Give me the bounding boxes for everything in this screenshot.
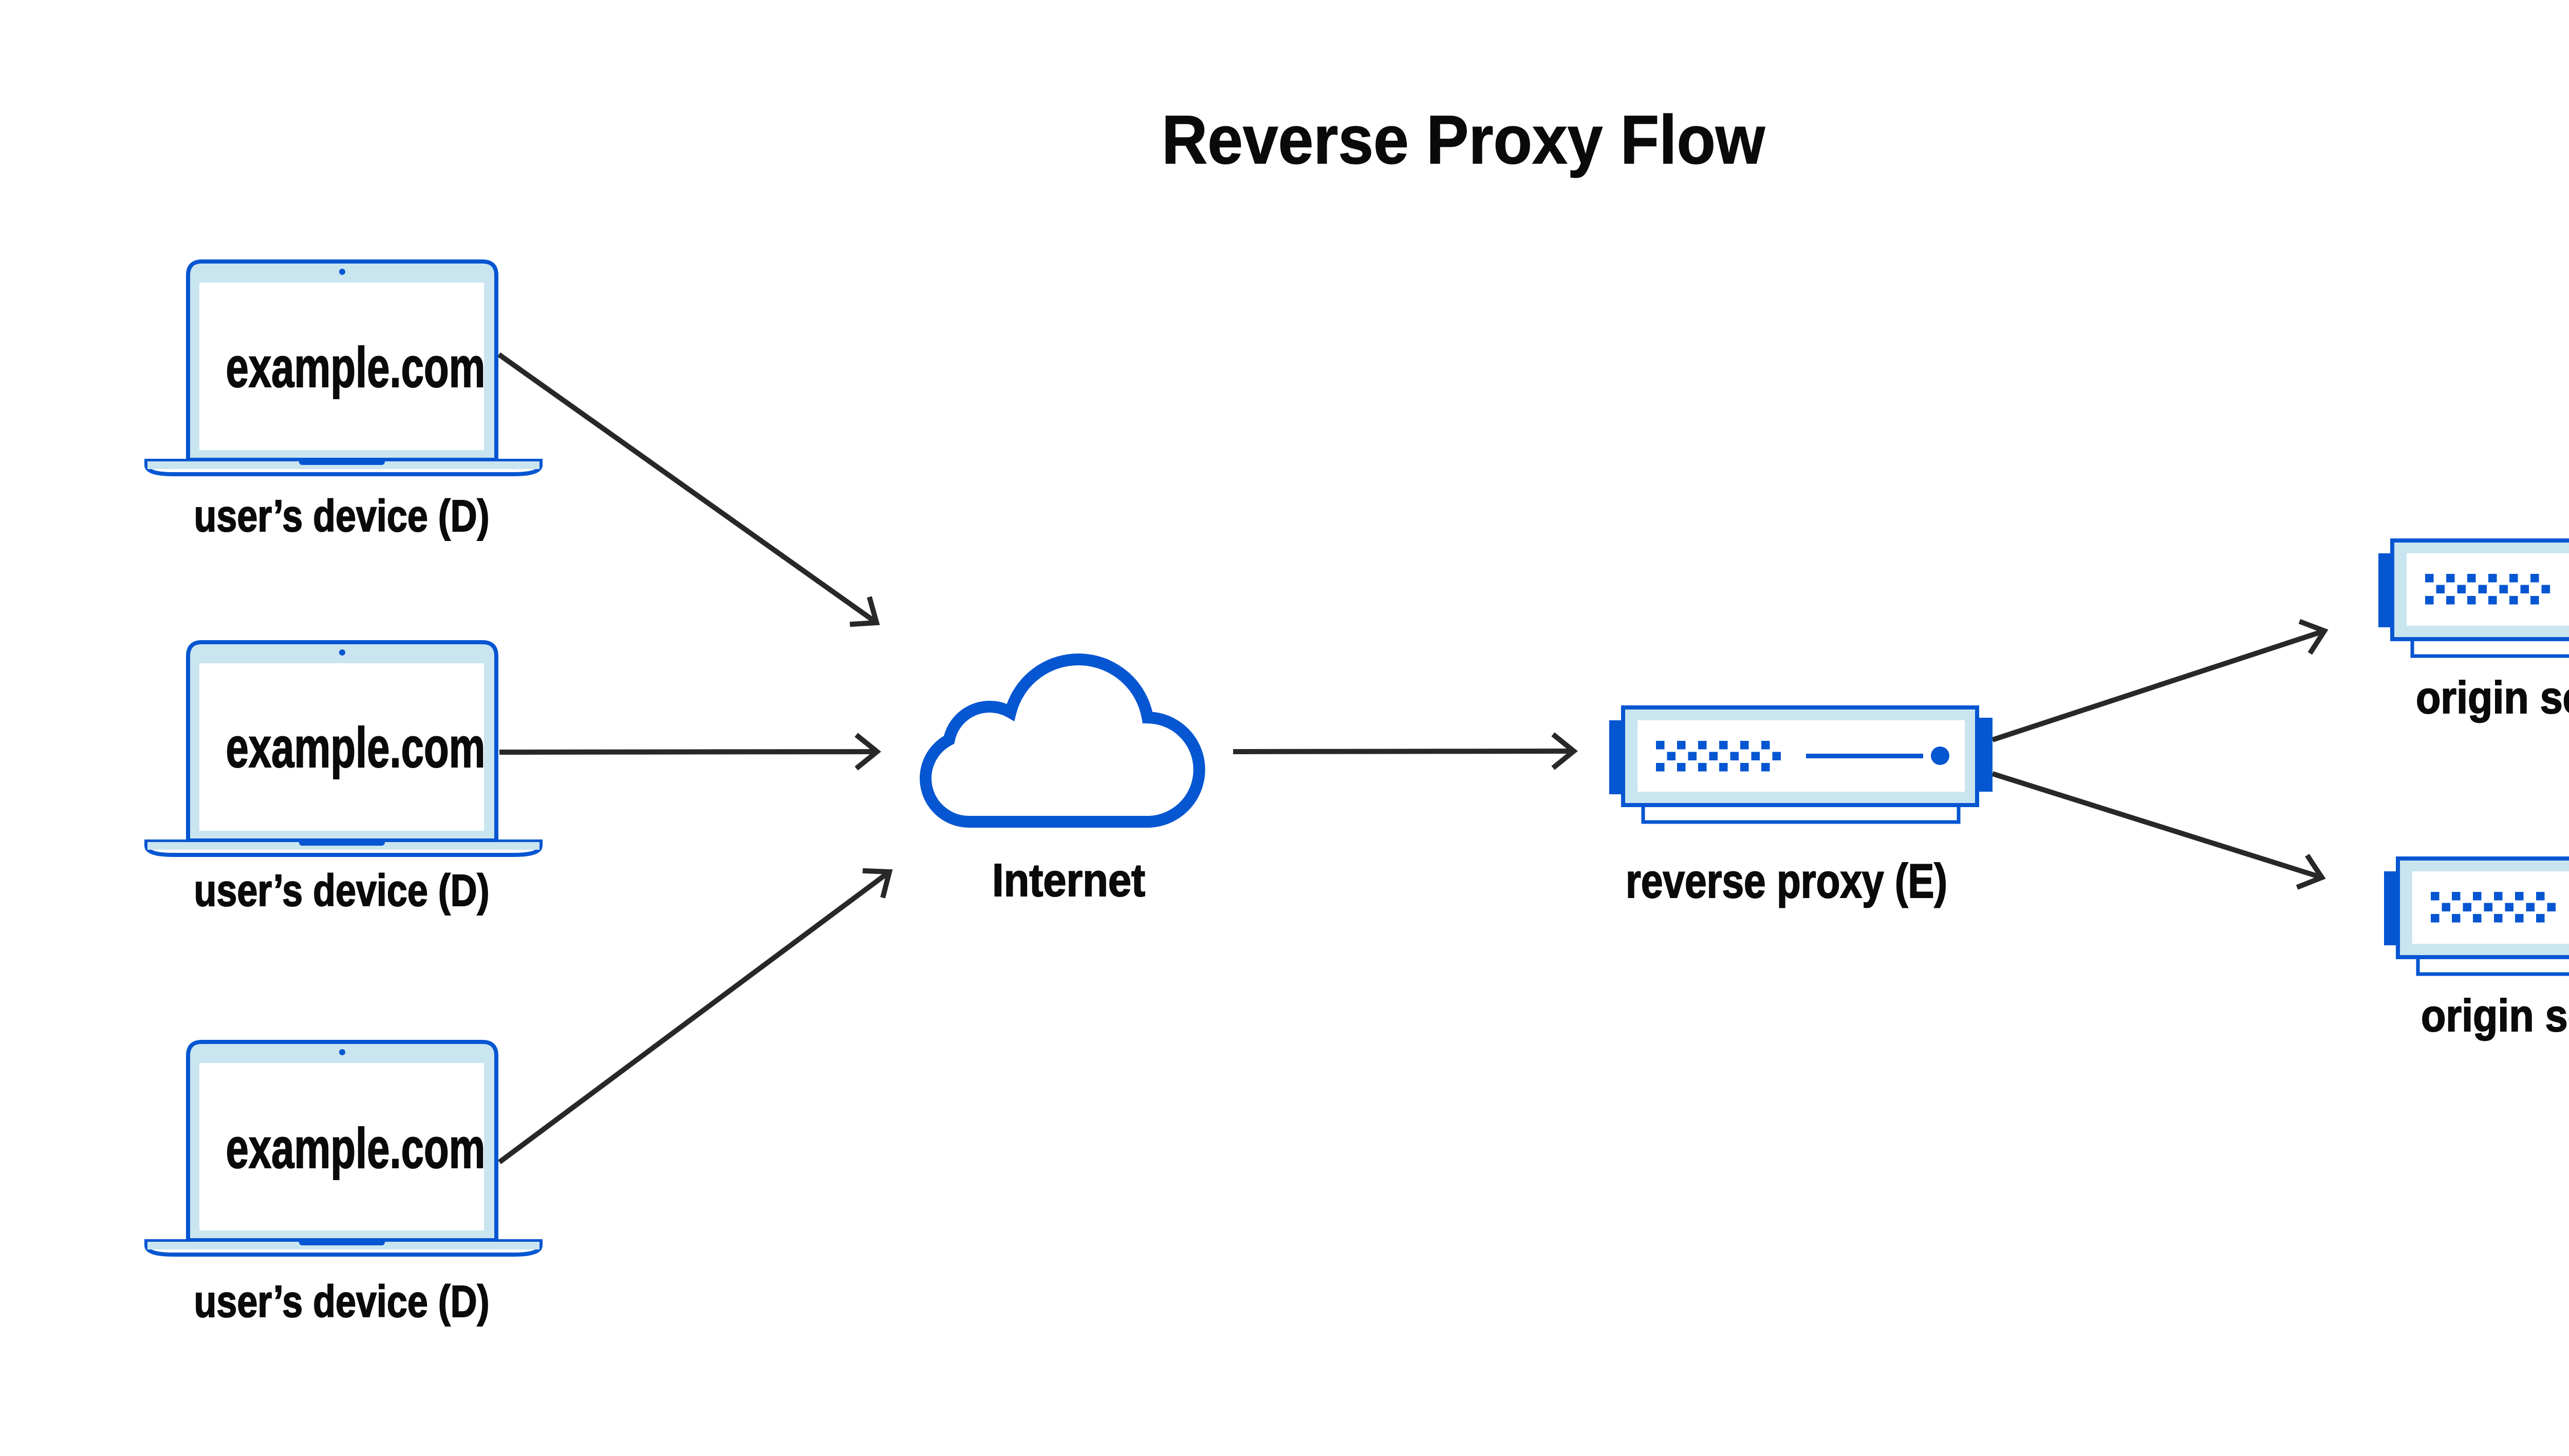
svg-text:example.com: example.com: [226, 716, 486, 779]
svg-text:reverse proxy (E): reverse proxy (E): [1626, 854, 1947, 908]
svg-text:Reverse Proxy Flow: Reverse Proxy Flow: [1162, 102, 1765, 178]
svg-text:user’s device (D): user’s device (D): [194, 491, 490, 541]
svg-text:example.com: example.com: [226, 1117, 486, 1180]
svg-text:user’s device (D): user’s device (D): [194, 1277, 490, 1327]
svg-text:user’s device (D): user’s device (D): [194, 866, 490, 916]
svg-text:example.com: example.com: [226, 336, 486, 399]
svg-text:origin server (F): origin server (F): [2416, 672, 2569, 723]
svg-text:Internet: Internet: [992, 855, 1145, 906]
svg-text:origin server (F): origin server (F): [2421, 990, 2569, 1041]
